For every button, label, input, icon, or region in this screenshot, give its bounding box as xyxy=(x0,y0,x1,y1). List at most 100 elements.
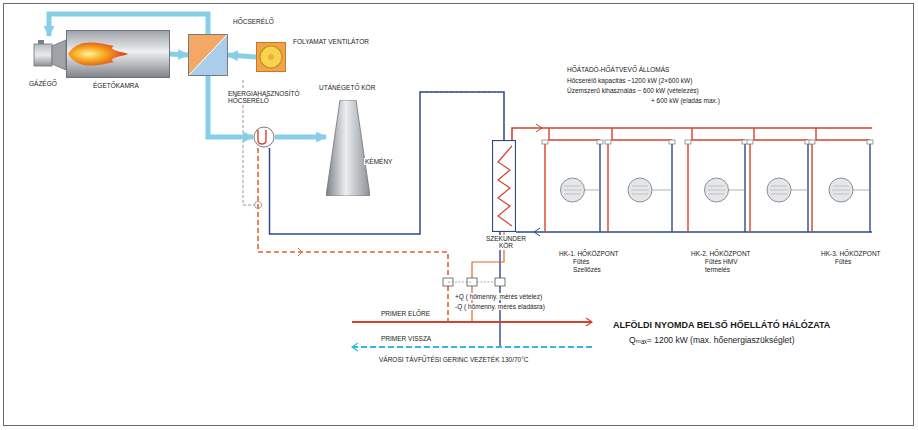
secondary-headers xyxy=(512,124,872,236)
annotation: HŐÁTADÓ-HŐÁTVEVŐ ÁLLOMÁS xyxy=(566,66,670,73)
equipment-symbol: ÉGETŐKAMRA xyxy=(66,30,170,78)
drawing-part xyxy=(268,54,274,60)
drawing-part xyxy=(326,100,370,196)
annotation: + 600 kW (eladás max.) xyxy=(650,97,721,104)
return-pipe xyxy=(744,140,745,232)
flow-connector xyxy=(275,135,326,140)
drawing-part xyxy=(34,44,52,66)
valve xyxy=(597,140,603,144)
substation-block: HK-1. HŐKÖZPONTFűtés Szellőzés xyxy=(556,248,622,275)
node-label: KÉMÉNY xyxy=(364,158,393,165)
drawing-part xyxy=(189,35,228,76)
substation-block: HK-3. HŐKÖZPONTFűtés xyxy=(818,248,884,268)
equipment-symbol: GÁZÉGŐ xyxy=(32,36,66,74)
equipment-shape xyxy=(492,140,516,232)
flow-connector xyxy=(270,92,505,234)
annotation: -Q ( hőmenny. mérés eladásra) xyxy=(454,303,546,310)
node-note: Fűtés HMV termelés xyxy=(705,258,761,274)
drawing-part xyxy=(534,228,540,236)
node-label: FOLYAMAT VENTILÁTOR xyxy=(292,38,370,45)
node-label: GÁZÉGŐ xyxy=(28,80,58,87)
connection xyxy=(652,190,672,191)
consumer-unit-detail xyxy=(631,186,649,194)
flow-connector xyxy=(208,76,253,137)
valve xyxy=(809,140,815,144)
return-pipe xyxy=(869,140,870,232)
drawing-part xyxy=(189,35,227,75)
connection xyxy=(853,190,870,191)
annotation: Üzemszerű kihasználás ~ 600 kW (vételezé… xyxy=(566,87,700,94)
consumer-unit xyxy=(829,178,853,202)
consumer-unit-detail xyxy=(832,186,850,194)
valve xyxy=(685,140,691,144)
node-label: ENERGIAHASZNOSÍTÓ HŐCSERÉLŐ xyxy=(227,90,303,105)
supply-pipe xyxy=(750,128,808,232)
consumer-unit xyxy=(561,178,585,202)
drawing-part xyxy=(498,146,512,226)
heating-loops xyxy=(542,128,873,232)
drawing-part xyxy=(254,127,274,147)
drawing-part xyxy=(516,231,872,233)
equipment-symbol: HŐCSERÉLŐ xyxy=(188,34,228,76)
supply-pipe xyxy=(608,128,672,232)
node-label: ÉGETŐKAMRA xyxy=(92,82,140,89)
return-pipe xyxy=(599,140,600,232)
equipment-symbol: FOLYAMAT VENTILÁTOR xyxy=(256,42,286,72)
node-label: HŐCSERÉLŐ xyxy=(232,18,275,25)
diagram-caption: Qₘₐₓ= 1200 kW (max. hőenergiaszükséglet) xyxy=(628,336,796,346)
consumer-unit xyxy=(705,178,729,202)
frame xyxy=(4,4,914,426)
equipment-symbol: KÉMÉNY xyxy=(326,100,370,196)
drawing-part xyxy=(493,141,516,232)
flow-arrow xyxy=(352,343,358,351)
consumer-unit-detail xyxy=(708,186,726,194)
drawing-part xyxy=(38,40,44,44)
flow-connector xyxy=(170,54,188,55)
drawing-part xyxy=(67,31,170,78)
drawing-part xyxy=(448,282,495,283)
node-label: HK-3. HŐKÖZPONT xyxy=(821,250,881,258)
drawing-part xyxy=(257,43,286,72)
node-label: SZEKUNDER KÖR xyxy=(484,235,528,250)
drawing-part xyxy=(189,35,227,75)
node-label: HK-1. HŐKÖZPONT xyxy=(559,250,619,258)
equipment-shape xyxy=(32,36,66,74)
node-label: HK-2. HŐKÖZPONT xyxy=(691,250,761,258)
drawing-part xyxy=(260,46,282,68)
diagram-title: ALFÖLDI NYOMDA BELSŐ HŐELLÁTÓ HÁLÓZATA xyxy=(612,320,831,330)
valve xyxy=(669,140,675,144)
consumer-unit-detail xyxy=(770,186,788,194)
node-note: Fűtés xyxy=(835,258,875,266)
substation-block: HK-2. HŐKÖZPONTFűtés HMV termelés xyxy=(688,248,764,275)
drawing-part xyxy=(298,248,302,256)
return-pipe xyxy=(807,140,808,232)
supply-pipe xyxy=(545,128,600,232)
node-note: Fűtés Szellőzés xyxy=(573,258,613,274)
annotation: UTÁNÉGETŐ KÖR xyxy=(318,84,376,91)
connection xyxy=(729,190,746,191)
consumer-unit xyxy=(628,178,652,202)
valve xyxy=(867,140,873,144)
supply-pipe xyxy=(812,128,870,232)
heat-meter xyxy=(443,278,505,286)
equipment-symbol: ENERGIAHASZNOSÍTÓ HŐCSERÉLŐ xyxy=(253,126,275,148)
equipment-shape xyxy=(253,126,275,148)
connection xyxy=(585,190,601,191)
annotation: VÁROSI TÁVFŰTÉSI GERINC VEZETÉK 130/70°C xyxy=(378,356,530,363)
valve xyxy=(605,140,611,144)
flow-connector xyxy=(228,55,256,57)
drawing-part xyxy=(258,130,266,144)
equipment-shape xyxy=(256,42,286,72)
valve xyxy=(542,140,548,144)
consumer-unit-detail xyxy=(564,186,582,194)
drawing-part xyxy=(536,124,542,132)
drawing-part xyxy=(52,40,66,70)
drawing-part xyxy=(68,42,128,65)
supply-pipe xyxy=(688,128,745,232)
equipment-shape xyxy=(188,34,228,76)
equipment-shape xyxy=(66,30,170,78)
return-pipe xyxy=(671,140,672,232)
flow-arrow xyxy=(586,318,592,326)
equipment-shape xyxy=(326,100,370,196)
drawing-part xyxy=(243,205,255,206)
